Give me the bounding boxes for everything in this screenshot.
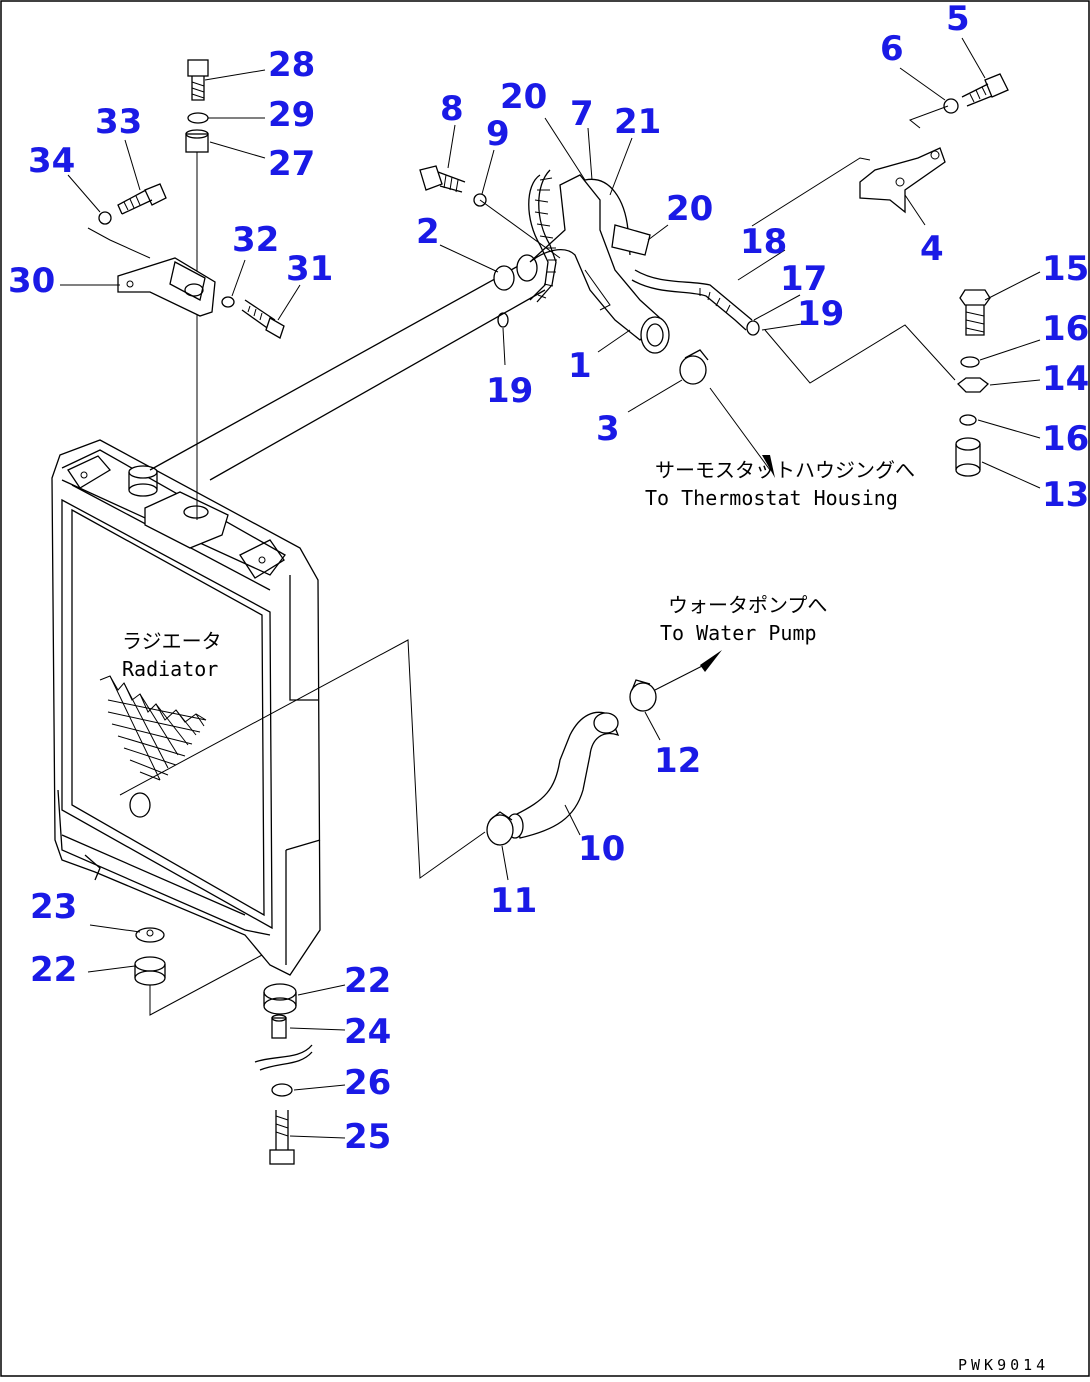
thermostat-label-en: To Thermostat Housing [645, 486, 898, 510]
callout-24: 24 [344, 1012, 391, 1052]
callout-19-right: 19 [797, 294, 844, 334]
bottom-mount-assembly [87, 924, 346, 1165]
lower-hose-assembly [119, 639, 722, 881]
radiator-stay-assembly [60, 59, 301, 520]
callout-27: 27 [268, 144, 315, 184]
callout-12: 12 [654, 741, 701, 781]
callout-16-lower: 16 [1042, 419, 1089, 459]
thermostat-label-jp: サーモスタットハウジングへ [655, 458, 915, 482]
radiator-label-jp: ラジエータ [122, 629, 222, 653]
callout-25: 25 [344, 1117, 391, 1157]
destination-annotations: サーモスタットハウジングへ To Thermostat Housing ウォータ… [645, 458, 1049, 1374]
callout-21: 21 [614, 102, 661, 142]
callout-1: 1 [568, 346, 592, 386]
callout-20-top: 20 [500, 77, 547, 117]
callout-29: 29 [268, 95, 315, 135]
radiator-label-en: Radiator [122, 657, 218, 681]
callout-10: 10 [578, 829, 625, 869]
callout-8: 8 [440, 89, 464, 129]
callout-22-right: 22 [344, 961, 391, 1001]
callout-30: 30 [8, 261, 55, 301]
callout-22-left: 22 [30, 950, 77, 990]
callout-26: 26 [344, 1063, 391, 1103]
drawing-code: PWK9014 [958, 1356, 1049, 1374]
callout-34: 34 [28, 141, 75, 181]
callout-4: 4 [920, 229, 944, 269]
callout-7: 7 [570, 94, 594, 134]
callout-9: 9 [486, 114, 510, 154]
fastener-stack-13-16 [764, 271, 1041, 489]
callout-18: 18 [740, 222, 787, 262]
callout-33: 33 [95, 102, 142, 142]
callout-6: 6 [880, 29, 904, 69]
callout-32: 32 [232, 220, 279, 260]
callout-28: 28 [268, 45, 315, 85]
callout-19-left: 19 [486, 371, 533, 411]
hose-bracket-assembly [751, 37, 1009, 227]
callout-15: 15 [1042, 249, 1089, 289]
callout-23: 23 [30, 887, 77, 927]
callout-31: 31 [286, 249, 333, 289]
callout-5: 5 [946, 0, 970, 39]
waterpump-label-jp: ウォータポンプへ [668, 593, 827, 617]
callout-14: 14 [1042, 359, 1089, 399]
callout-11: 11 [490, 881, 537, 921]
upper-hose-assembly [149, 117, 816, 481]
waterpump-label-en: To Water Pump [660, 621, 817, 645]
callout-2: 2 [416, 212, 440, 252]
callout-17: 17 [780, 259, 827, 299]
callout-20-right: 20 [666, 189, 713, 229]
callout-13: 13 [1042, 475, 1089, 515]
radiator-assembly: ラジエータ Radiator [51, 439, 321, 976]
callout-16-upper: 16 [1042, 309, 1089, 349]
callout-labels: 28 29 27 33 34 32 31 30 8 9 20 7 21 20 2… [8, 0, 1089, 1157]
callout-3: 3 [596, 409, 620, 449]
